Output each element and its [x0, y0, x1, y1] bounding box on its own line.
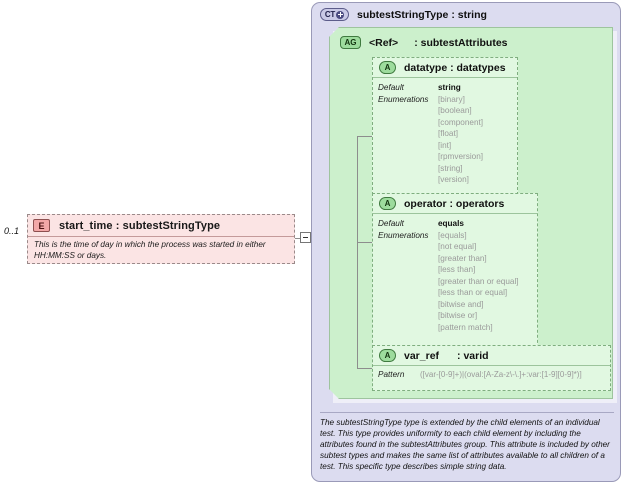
- facet-label-enumerations: Enumerations: [378, 94, 429, 104]
- element-header: E start_time : subtestStringType: [28, 215, 294, 237]
- connector-line-left: [295, 238, 300, 239]
- enum-item: [greater than]: [438, 253, 487, 263]
- facet-value-column: string [binary] [boolean] [component] [f…: [438, 82, 483, 186]
- facet-label-default: Default: [378, 219, 404, 228]
- complextype-panel: CT subtestStringType : string AG <Ref> :…: [311, 2, 621, 482]
- facet-label-pattern: Pattern: [378, 370, 405, 379]
- complextype-title: subtestStringType : string: [357, 8, 487, 21]
- enum-item: [boolean]: [438, 106, 472, 115]
- complextype-header: CT subtestStringType : string: [320, 8, 487, 21]
- attribute-operator-box[interactable]: A operator : operators Default Enumerati…: [372, 193, 538, 358]
- attribute-datatype-title: datatype : datatypes: [404, 61, 506, 74]
- element-start-time-box[interactable]: E start_time : subtestStringType This is…: [27, 214, 295, 264]
- complextype-badge-label: CT: [324, 10, 336, 19]
- attributegroup-badge-icon: AG: [340, 36, 361, 49]
- facet-label-default: Default: [378, 83, 404, 92]
- enum-item: [pattern match]: [438, 322, 493, 332]
- tree-branch-datatype: [357, 136, 372, 137]
- enum-item: [less than or equal]: [438, 288, 508, 297]
- enum-item: [string]: [438, 163, 463, 173]
- enum-item: [greater than or equal]: [438, 276, 519, 286]
- tree-branch-varref: [357, 368, 372, 369]
- facet-value-column: equals [equals] [not equal] [greater tha…: [438, 218, 519, 333]
- attribute-badge-icon: A: [379, 61, 396, 74]
- facet-label-column: Default Enumerations: [378, 218, 438, 333]
- complextype-documentation: The subtestStringType type is extended b…: [320, 418, 610, 471]
- enum-item: [float]: [438, 129, 459, 138]
- tree-branch-operator: [357, 242, 372, 243]
- attribute-badge-icon: A: [379, 197, 396, 210]
- attribute-badge-icon: A: [379, 349, 396, 362]
- attributegroup-header[interactable]: AG <Ref> : subtestAttributes: [340, 36, 508, 49]
- enum-item: [bitwise and]: [438, 299, 484, 309]
- collapse-minus-icon[interactable]: [300, 232, 311, 243]
- enum-item: [component]: [438, 117, 484, 127]
- attribute-varref-header: A var_ref : varid: [373, 346, 610, 366]
- attribute-datatype-box[interactable]: A datatype : datatypes Default Enumerati…: [372, 57, 518, 210]
- attribute-datatype-facets: Default Enumerations string [binary] [bo…: [373, 78, 517, 190]
- attribute-varref-type: : varid: [457, 349, 489, 362]
- enum-item: [equals]: [438, 230, 467, 240]
- facet-label-enumerations: Enumerations: [378, 230, 429, 240]
- facet-label-column: Default Enumerations: [378, 82, 438, 186]
- enum-item: [binary]: [438, 94, 465, 104]
- attributegroup-ref-label: <Ref>: [369, 36, 399, 49]
- attribute-operator-header: A operator : operators: [373, 194, 537, 214]
- attribute-varref-box[interactable]: A var_ref : varid Pattern ([var-[0-9]+)|…: [372, 345, 611, 391]
- attribute-operator-facets: Default Enumerations equals [equals] [no…: [373, 214, 537, 337]
- documentation-separator: [320, 412, 614, 413]
- enum-item: [int]: [438, 140, 452, 150]
- attributegroup-type-label: : subtestAttributes: [414, 36, 508, 49]
- attribute-varref-facets: Pattern ([var-[0-9]+)|(oval:[A-Za-z\-\.]…: [373, 366, 610, 382]
- attributegroup-box: AG <Ref> : subtestAttributes A datatype …: [329, 27, 613, 399]
- attribute-varref-name: var_ref: [404, 349, 440, 362]
- attribute-operator-title: operator : operators: [404, 197, 505, 210]
- plus-circle-icon[interactable]: [336, 10, 345, 19]
- element-title: start_time : subtestStringType: [59, 219, 221, 232]
- enum-item: [bitwise or]: [438, 311, 478, 320]
- facet-default-value: string: [438, 83, 461, 92]
- tree-trunk: [357, 136, 358, 368]
- occurrence-label: 0..1: [4, 226, 20, 236]
- enum-item: [less than]: [438, 265, 476, 274]
- attribute-datatype-header: A datatype : datatypes: [373, 58, 517, 78]
- complextype-badge-icon[interactable]: CT: [320, 8, 349, 21]
- enum-item: [not equal]: [438, 242, 477, 251]
- facet-default-value: equals: [438, 219, 464, 228]
- element-badge-icon: E: [33, 219, 50, 232]
- element-documentation: This is the time of day in which the pro…: [34, 240, 266, 260]
- enum-item: [version]: [438, 175, 469, 184]
- enum-item: [rpmversion]: [438, 152, 484, 161]
- facet-pattern-value: ([var-[0-9]+)|(oval:[A-Za-z\-\.]+:var:[1…: [420, 370, 582, 379]
